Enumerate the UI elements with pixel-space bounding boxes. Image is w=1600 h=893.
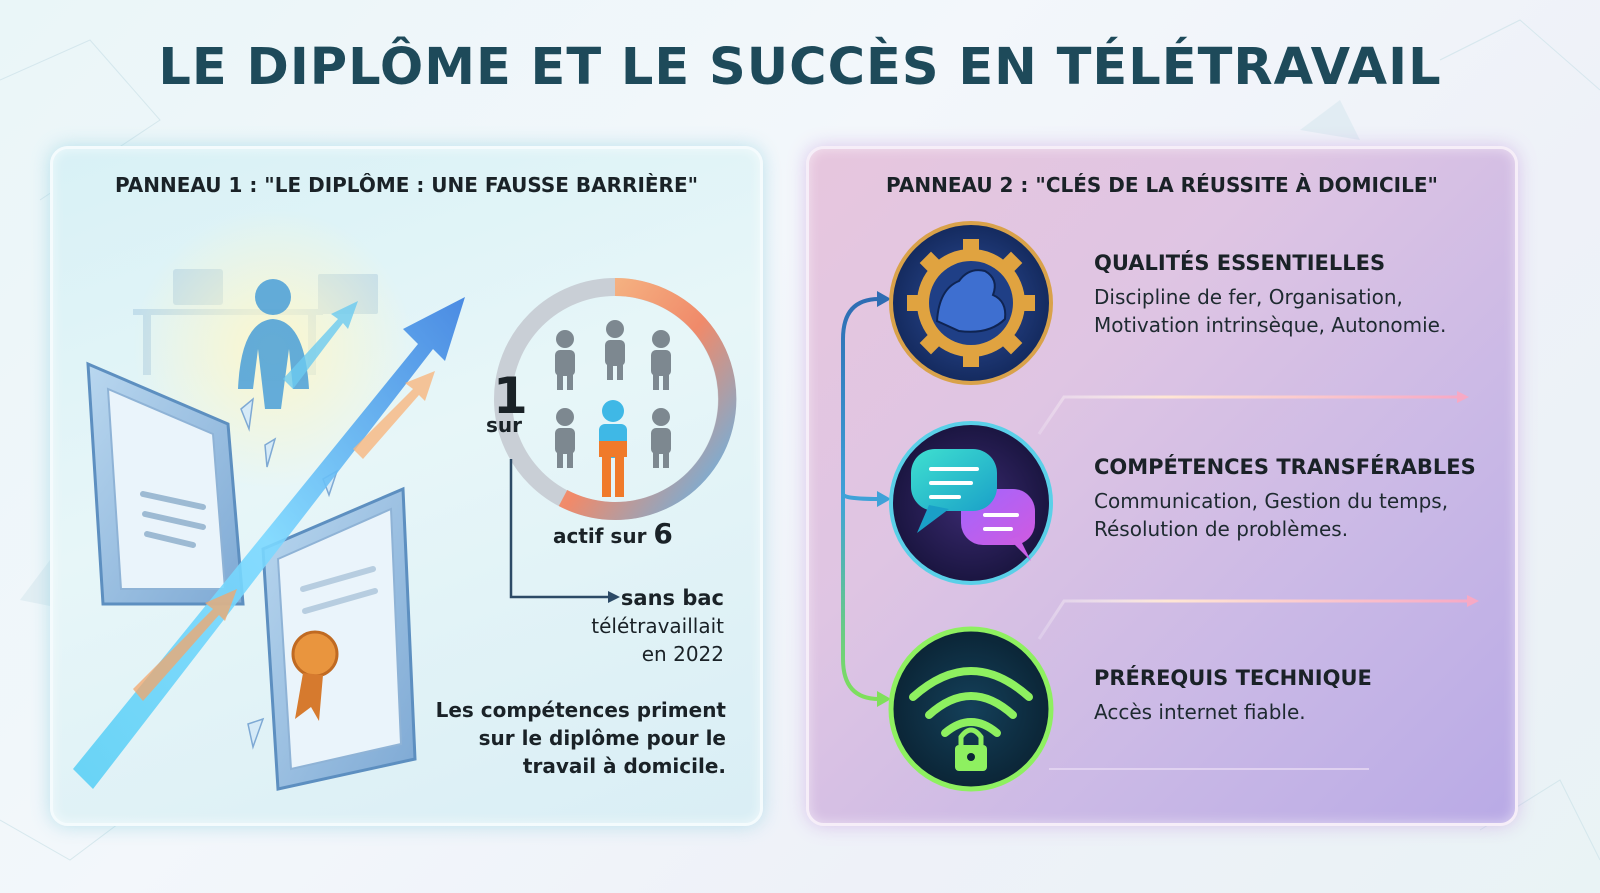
stat-numerator: 1	[493, 367, 528, 425]
broken-diploma-illustration	[73, 209, 465, 791]
panel2-connectors	[841, 291, 1479, 770]
item-desc: Communication, Gestion du temps, Résolut…	[1094, 487, 1504, 543]
item-title: QUALITÉS ESSENTIELLES	[1094, 251, 1386, 275]
item-desc-line: Communication, Gestion du temps,	[1094, 489, 1449, 513]
stat-desc-bold: sans bac	[620, 586, 724, 610]
item-technical-prerequisite: PRÉREQUIS TECHNIQUE Accès internet fiabl…	[1094, 666, 1504, 726]
item-qualities: QUALITÉS ESSENTIELLES Discipline de fer,…	[1094, 251, 1504, 339]
people-grid	[555, 320, 671, 497]
panel1-title: PANNEAU 1 : "LE DIPLÔME : UNE FAUSSE BAR…	[114, 173, 699, 197]
panel-diploma-barrier: PANNEAU 1 : "LE DIPLÔME : UNE FAUSSE BAR…	[50, 146, 763, 826]
stat-desc-line3: en 2022	[641, 642, 724, 666]
item-title: PRÉREQUIS TECHNIQUE	[1094, 666, 1372, 690]
stat-denominator: 6	[653, 517, 673, 550]
item-title: COMPÉTENCES TRANSFÉRABLES	[1094, 455, 1476, 479]
stat-desc-line2: télétravaillait	[591, 614, 724, 638]
panel1-summary: Les compétences priment sur le diplôme p…	[396, 696, 726, 780]
summary-line: sur le diplôme pour le	[478, 726, 726, 750]
stat-desc: télétravaillait en 2022	[591, 612, 724, 668]
item-desc-line: Accès internet fiable.	[1094, 700, 1306, 724]
summary-line: Les compétences priment	[435, 698, 726, 722]
chat-bubbles-icon	[889, 421, 1053, 585]
stat-sur-label: sur	[486, 413, 523, 437]
summary-line: travail à domicile.	[522, 754, 726, 778]
item-desc: Discipline de fer, Organisation, Motivat…	[1094, 283, 1504, 339]
stat-donut-chart	[494, 277, 737, 603]
stat-actif-label: actif sur 6	[553, 517, 673, 550]
diploma-frame-right	[261, 486, 417, 791]
item-desc: Accès internet fiable.	[1094, 698, 1504, 726]
person-silhouette	[238, 279, 309, 409]
wifi-lock-icon	[888, 626, 1054, 792]
muscle-gear-icon	[889, 221, 1053, 385]
highlighted-person-icon	[599, 400, 627, 497]
panel2-title: PANNEAU 2 : "CLÉS DE LA RÉUSSITE À DOMIC…	[886, 173, 1438, 197]
item-desc-line: Motivation intrinsèque, Autonomie.	[1094, 313, 1447, 337]
stat-actif-text: actif sur	[553, 524, 647, 548]
page-title: LE DIPLÔME ET LE SUCCÈS EN TÉLÉTRAVAIL	[158, 38, 1442, 97]
panel-success-keys: PANNEAU 2 : "CLÉS DE LA RÉUSSITE À DOMIC…	[806, 146, 1518, 826]
item-desc-line: Résolution de problèmes.	[1094, 517, 1349, 541]
item-desc-line: Discipline de fer, Organisation,	[1094, 285, 1403, 309]
item-transferable-skills: COMPÉTENCES TRANSFÉRABLES Communication,…	[1094, 455, 1504, 543]
growth-arrow	[73, 297, 465, 789]
